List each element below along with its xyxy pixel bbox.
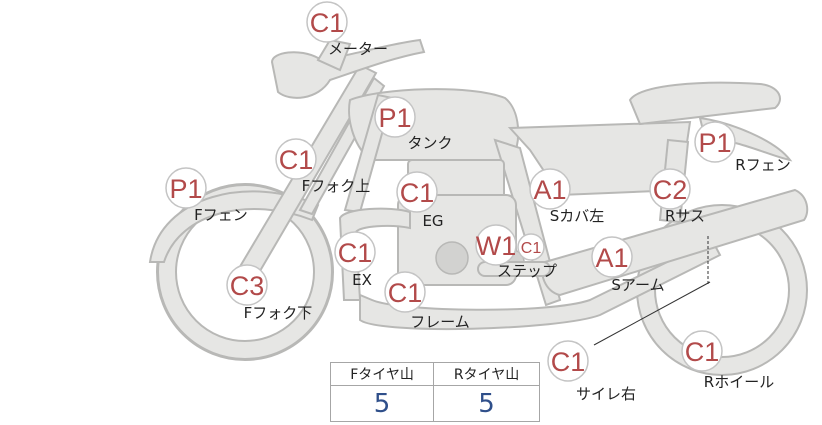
badge-code: P1 — [169, 174, 202, 204]
part-label-r-fender: Rフェン — [735, 156, 790, 174]
part-label-f-fork-upper: Fフォク上 — [302, 177, 371, 195]
badge-code: C1 — [685, 337, 720, 367]
badge-r-suspension: C2 Rサス — [649, 168, 705, 225]
handlebar-shape — [270, 38, 426, 99]
part-label-r-wheel: Rホイール — [704, 373, 774, 391]
badge-swing-arm: A1 Sアーム — [591, 236, 665, 294]
part-label-f-fender: Fフェン — [194, 206, 248, 224]
badge-code: C1 — [400, 178, 435, 208]
badge-code: C2 — [653, 175, 688, 205]
part-label-tank: タンク — [407, 134, 452, 152]
front-tire-tread-value: 5 — [329, 385, 435, 422]
badge-engine: C1 EG — [396, 171, 444, 230]
part-label-f-fork-lower: Fフォク下 — [244, 304, 313, 322]
badge-meter: C1 メーター — [306, 1, 388, 58]
badge-code: C1 — [551, 347, 586, 377]
badge-code: C1 — [279, 145, 314, 175]
part-label-side-cover-left: Sカバ左 — [550, 207, 605, 225]
part-label-r-suspension: Rサス — [665, 207, 705, 225]
badge-code: P1 — [698, 128, 731, 158]
badge-code: W1 — [476, 231, 517, 261]
badge-code: C1 — [338, 238, 373, 268]
part-label-frame: フレーム — [410, 313, 470, 331]
badge-code-secondary: C1 — [521, 240, 542, 257]
badge-step: W1 C1 ステップ — [475, 224, 557, 280]
part-label-meter: メーター — [328, 40, 388, 58]
badge-f-fork-upper: C1 Fフォク上 — [275, 138, 371, 195]
rear-tire-header: Rタイヤ山 — [433, 362, 540, 386]
part-label-muffler-right: サイレ右 — [576, 385, 636, 403]
tire-tread-table: Fタイヤ山 Rタイヤ山 5 5 — [329, 362, 540, 422]
muffler-leader — [593, 281, 711, 346]
motorcycle-silhouette — [148, 38, 809, 376]
part-label-step: ステップ — [497, 262, 557, 280]
badge-r-wheel: C1 Rホイール — [681, 330, 774, 391]
badge-code: C3 — [230, 271, 265, 301]
badge-code: A1 — [595, 243, 628, 273]
front-tire-header: Fタイヤ山 — [329, 362, 435, 386]
badge-code: C1 — [310, 8, 345, 38]
badge-tank: P1 タンク — [374, 96, 453, 152]
badge-f-fender: P1 Fフェン — [165, 167, 248, 224]
badge-f-fork-lower: C3 Fフォク下 — [226, 264, 313, 322]
badge-exhaust: C1 EX — [334, 231, 376, 289]
badge-code: A1 — [533, 175, 566, 205]
part-label-swing-arm: Sアーム — [611, 276, 664, 294]
badge-muffler-right: C1 サイレ右 — [547, 340, 636, 403]
part-label-engine: EG — [422, 212, 443, 230]
badge-frame: C1 フレーム — [384, 271, 470, 331]
badge-side-cover-left: A1 Sカバ左 — [529, 168, 605, 225]
tire-tread-value-row: 5 5 — [329, 385, 540, 422]
part-label-exhaust: EX — [352, 271, 372, 289]
badge-code: C1 — [388, 278, 423, 308]
rear-tire-tread-value: 5 — [433, 385, 540, 422]
tire-tread-header-row: Fタイヤ山 Rタイヤ山 — [329, 362, 540, 386]
badge-code: P1 — [378, 103, 411, 133]
badge-r-fender: P1 Rフェン — [694, 121, 791, 174]
seat-shape — [628, 81, 781, 126]
